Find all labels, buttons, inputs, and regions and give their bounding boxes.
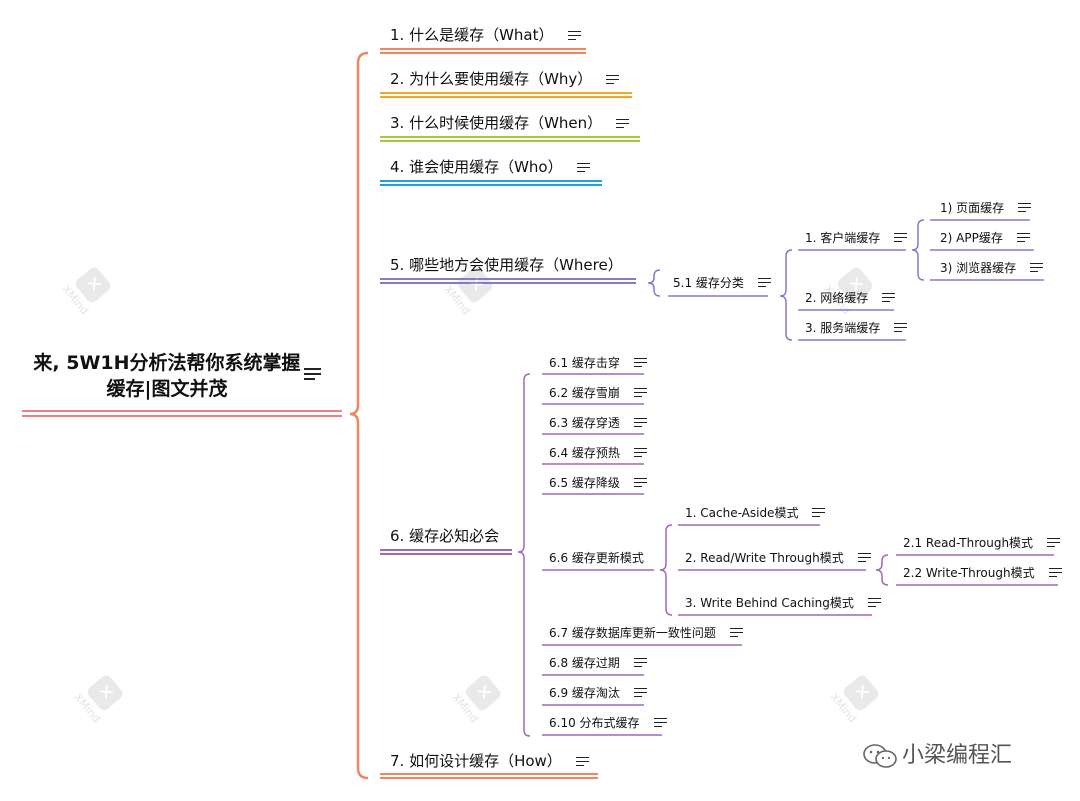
subtopic-cache-eviction[interactable]: 6.9 缓存淘汰 — [549, 686, 647, 699]
notes-icon[interactable] — [729, 627, 743, 638]
notes-icon[interactable] — [633, 417, 647, 428]
topic-must-know[interactable]: 6. 缓存必知必会 — [390, 527, 500, 545]
subtopic-cache-aside[interactable]: 1. Cache-Aside模式 — [685, 506, 826, 519]
notes-icon[interactable] — [867, 597, 881, 608]
subtopic-server-cache[interactable]: 3. 服务端缓存 — [805, 321, 908, 334]
topic-where[interactable]: 5. 哪些地方会使用缓存（Where） — [390, 256, 623, 274]
topic-who[interactable]: 4. 谁会使用缓存（Who） — [390, 160, 590, 175]
notes-icon[interactable] — [653, 717, 667, 728]
subtopic-browser-cache[interactable]: 3) 浏览器缓存 — [940, 261, 1044, 274]
subtopic-cache-breakdown[interactable]: 6.1 缓存击穿 — [549, 356, 647, 369]
notes-icon[interactable] — [575, 756, 589, 767]
subtopic-write-behind[interactable]: 3. Write Behind Caching模式 — [685, 596, 881, 609]
subtopic-cache-preheat[interactable]: 6.4 缓存预热 — [549, 446, 647, 459]
subtopic-cache-consistency[interactable]: 6.7 缓存数据库更新一致性问题 — [549, 626, 743, 639]
wechat-account-label: 小梁编程汇 — [862, 737, 1012, 769]
notes-icon[interactable] — [633, 357, 647, 368]
subtopic-cache-downgrade[interactable]: 6.5 缓存降级 — [549, 476, 647, 489]
notes-icon[interactable] — [812, 507, 826, 518]
notes-icon[interactable] — [1016, 232, 1030, 243]
root-topic[interactable]: 来, 5W1H分析法帮你系统掌握缓存|图文并茂 — [32, 350, 302, 402]
subtopic-distributed-cache[interactable]: 6.10 分布式缓存 — [549, 716, 667, 729]
subtopic-cache-category[interactable]: 5.1 缓存分类 — [673, 276, 771, 289]
subtopic-cache-update-modes[interactable]: 6.6 缓存更新模式 — [549, 550, 644, 565]
subtopic-read-write-through[interactable]: 2. Read/Write Through模式 — [685, 551, 871, 564]
topic-how[interactable]: 7. 如何设计缓存（How） — [390, 754, 589, 769]
notes-icon[interactable] — [606, 74, 620, 85]
notes-icon[interactable] — [576, 162, 590, 173]
topic-why[interactable]: 2. 为什么要使用缓存（Why） — [390, 72, 620, 87]
subtopic-cache-penetration[interactable]: 6.3 缓存穿透 — [549, 416, 647, 429]
notes-icon[interactable] — [894, 232, 908, 243]
notes-icon[interactable] — [894, 322, 908, 333]
notes-icon[interactable] — [304, 368, 321, 381]
notes-icon[interactable] — [633, 387, 647, 398]
main-bracket — [349, 51, 369, 780]
subtopic-write-through[interactable]: 2.2 Write-Through模式 — [903, 566, 1062, 579]
notes-icon[interactable] — [882, 292, 896, 303]
subtopic-client-cache[interactable]: 1. 客户端缓存 — [805, 231, 908, 244]
notes-icon[interactable] — [633, 687, 647, 698]
topic-what[interactable]: 1. 什么是缓存（What） — [390, 28, 581, 43]
notes-icon[interactable] — [633, 477, 647, 488]
notes-icon[interactable] — [567, 30, 581, 41]
notes-icon[interactable] — [857, 552, 871, 563]
subtopic-network-cache[interactable]: 2. 网络缓存 — [805, 291, 896, 304]
root-title: 来, 5W1H分析法帮你系统掌握缓存|图文并茂 — [33, 352, 301, 400]
notes-icon[interactable] — [633, 447, 647, 458]
topic-when[interactable]: 3. 什么时候使用缓存（When） — [390, 116, 630, 131]
notes-icon[interactable] — [1018, 202, 1032, 213]
subtopic-cache-expiry[interactable]: 6.8 缓存过期 — [549, 656, 647, 669]
subtopic-read-through[interactable]: 2.1 Read-Through模式 — [903, 536, 1061, 549]
notes-icon[interactable] — [1030, 262, 1044, 273]
subtopic-app-cache[interactable]: 2) APP缓存 — [940, 231, 1030, 244]
notes-icon[interactable] — [633, 657, 647, 668]
notes-icon[interactable] — [616, 118, 630, 129]
wechat-icon — [862, 743, 898, 769]
subtopic-cache-avalanche[interactable]: 6.2 缓存雪崩 — [549, 386, 647, 399]
subtopic-page-cache[interactable]: 1) 页面缓存 — [940, 201, 1032, 214]
notes-icon[interactable] — [1047, 537, 1061, 548]
notes-icon[interactable] — [757, 277, 771, 288]
notes-icon[interactable] — [1048, 567, 1062, 578]
